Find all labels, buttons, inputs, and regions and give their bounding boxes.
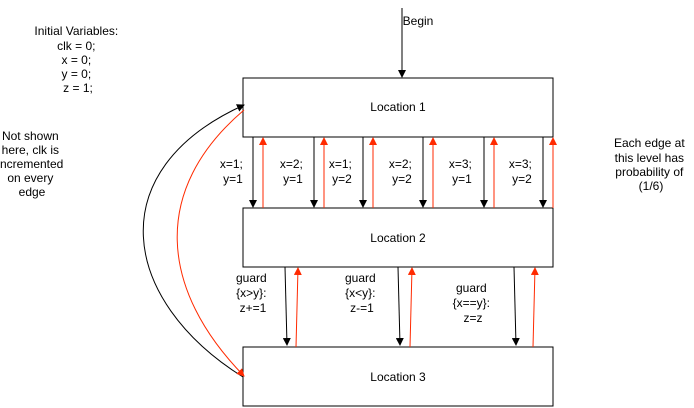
level2-return-arrow — [293, 267, 302, 348]
level1-edge-label: x=3; y=1 — [449, 157, 475, 186]
level1-edge-label: x=2; y=1 — [280, 157, 306, 186]
level1-edge-4: x=2; y=2 — [389, 137, 437, 208]
level2-edge-label: guard {x>y}: z+=1 — [236, 271, 270, 315]
clk-note: Not shown here, clk is incremented on ev… — [0, 129, 67, 199]
location-1-label: Location 1 — [370, 100, 426, 114]
level1-edge-3: x=1; y=2 — [329, 137, 377, 208]
level2-forward-arrow — [282, 266, 291, 346]
level1-edge-label: x=3; y=2 — [509, 157, 535, 186]
level1-edge-2: x=2; y=1 — [280, 137, 328, 208]
location-3-label: Location 3 — [370, 370, 426, 384]
location-2-box — [242, 207, 554, 268]
level1-edge-label: x=1; y=1 — [220, 157, 246, 186]
level2-edge-label: guard {x==y}: z=z — [453, 281, 494, 325]
level2-edge-label: guard {x<y}: z-=1 — [345, 271, 379, 315]
location-2-label: Location 2 — [370, 231, 426, 245]
location-1-box — [242, 77, 554, 138]
level2-forward-arrow — [395, 266, 404, 346]
level1-edge-5: x=3; y=1 — [449, 137, 498, 208]
level2-edge-2: guard {x<y}: z-=1 — [345, 266, 416, 348]
level1-edge-label: x=1; y=2 — [329, 157, 355, 186]
probability-note: Each edge at this level has probability … — [614, 136, 688, 193]
level1-edge-label: x=2; y=2 — [389, 157, 415, 186]
level2-return-arrow — [407, 267, 416, 348]
location-1-to-location-3-arrow — [176, 109, 245, 377]
level2-return-arrow — [530, 267, 539, 348]
location-3-box — [242, 346, 554, 407]
return-to-location-1-arrow — [142, 104, 245, 378]
level2-forward-arrow — [511, 266, 520, 346]
level1-edge-1: x=1; y=1 — [220, 137, 267, 208]
level1-edge-6: x=3; y=2 — [509, 137, 557, 208]
level2-edge-1: guard {x>y}: z+=1 — [236, 266, 302, 348]
level2-edge-3: guard {x==y}: z=z — [453, 266, 539, 348]
begin-label: Begin — [403, 14, 434, 28]
initial-variables-note: Initial Variables: clk = 0; x = 0; y = 0… — [34, 24, 121, 95]
